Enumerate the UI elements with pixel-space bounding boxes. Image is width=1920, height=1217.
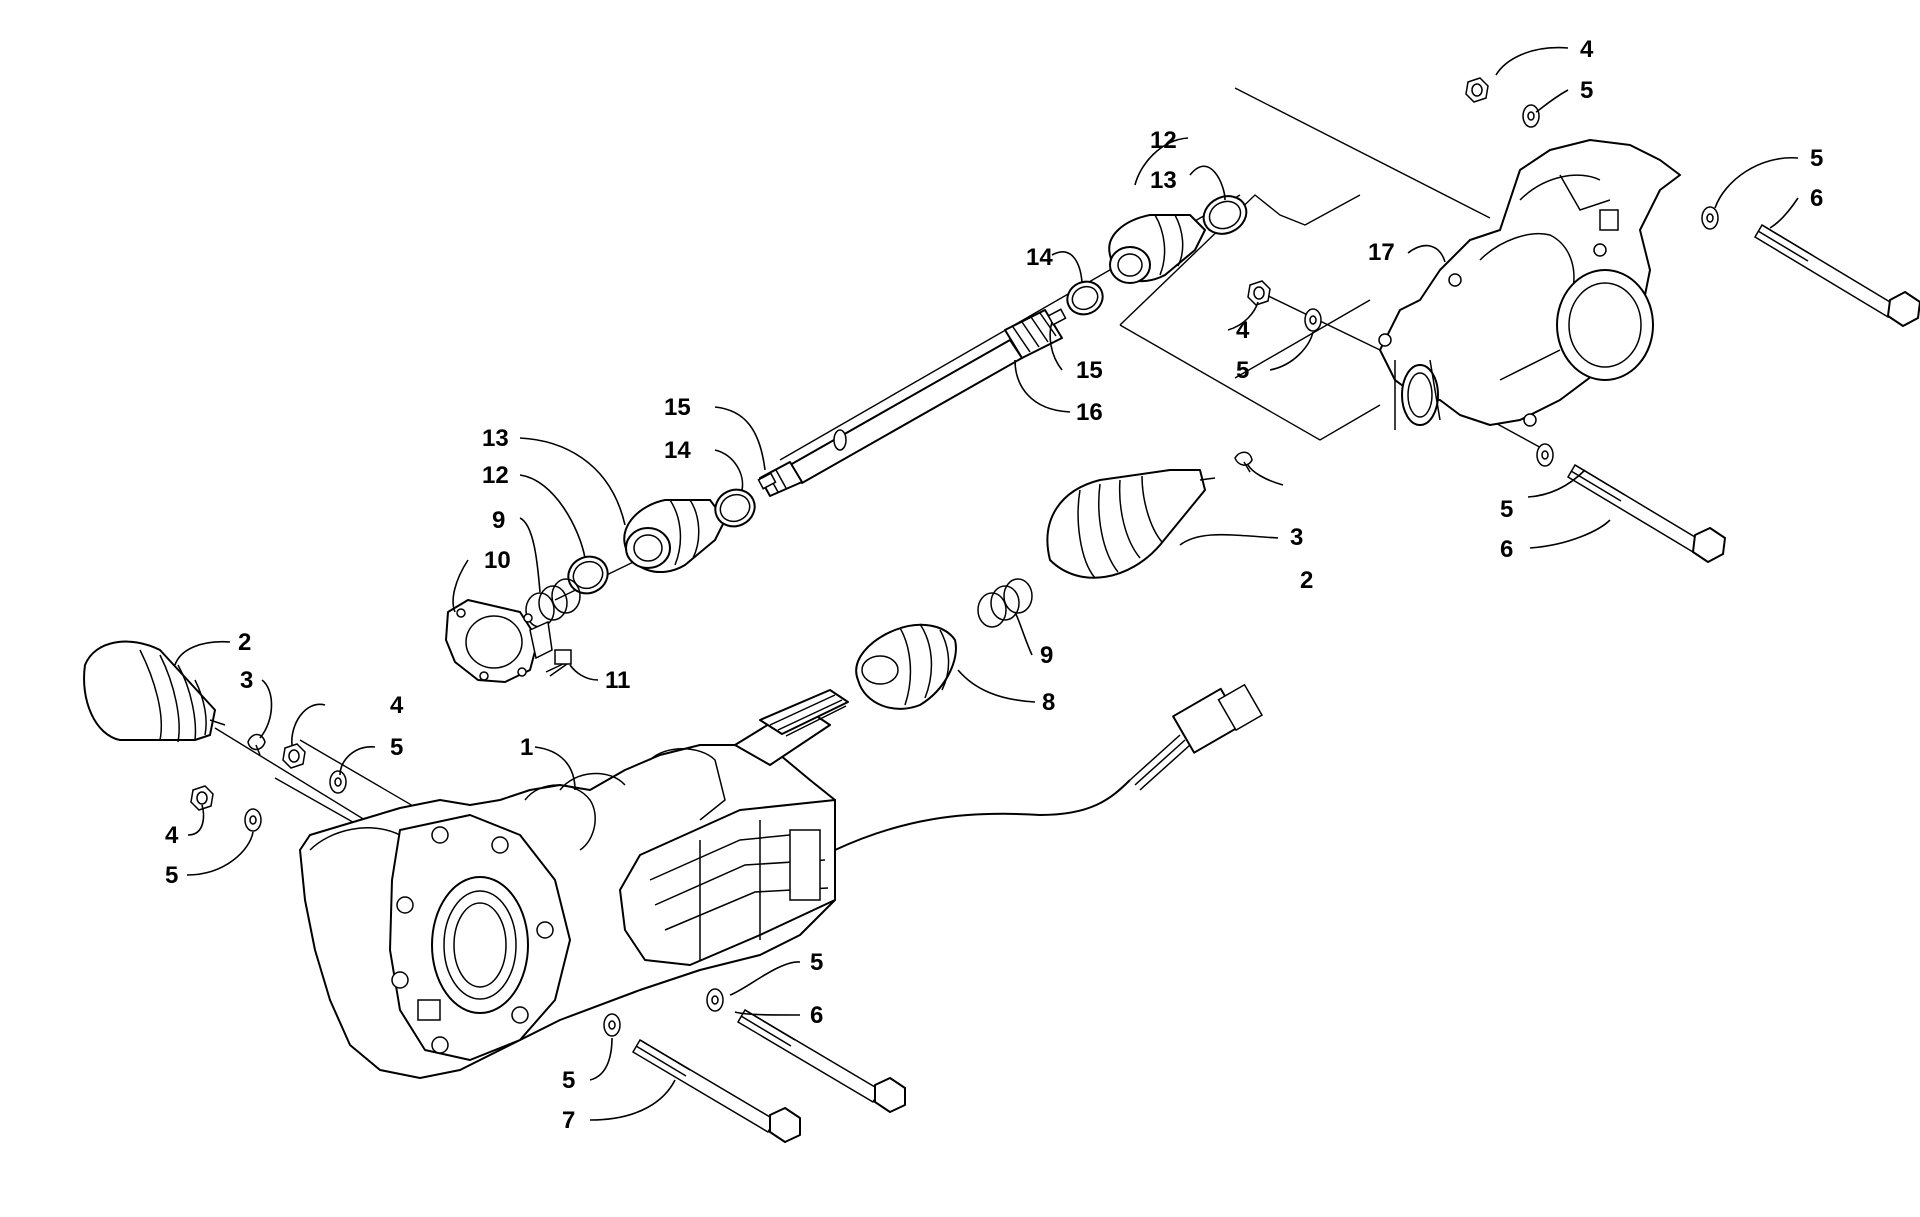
nut-icon (190, 785, 214, 811)
callout-3: 3 (1290, 524, 1303, 551)
callout-13: 13 (1150, 167, 1177, 194)
callout-3: 3 (240, 667, 253, 694)
callout-14: 14 (664, 437, 691, 464)
coupler-boot-icon (623, 499, 726, 574)
pin-icon (757, 472, 777, 490)
clamp-icon (247, 733, 266, 756)
callout-labels: 1 2 2 3 3 4 4 4 4 5 5 5 5 5 5 5 5 6 6 6 … (165, 36, 1823, 1134)
callout-5: 5 (390, 734, 403, 761)
ring-icon (1066, 280, 1104, 316)
callout-11: 11 (605, 667, 630, 694)
callout-10: 10 (484, 547, 511, 574)
callout-4: 4 (165, 822, 179, 849)
callout-6: 6 (810, 1002, 823, 1029)
callout-1: 1 (520, 734, 533, 761)
spring-icon (977, 578, 1033, 628)
callout-2: 2 (238, 629, 251, 656)
callout-13: 13 (482, 425, 509, 452)
bolt-icon (1753, 223, 1920, 327)
callout-5: 5 (165, 862, 178, 889)
callout-12: 12 (482, 462, 509, 489)
spring-icon (525, 578, 581, 628)
callout-6: 6 (1500, 536, 1513, 563)
bolt-icon (1566, 463, 1726, 563)
callout-6: 6 (1810, 185, 1823, 212)
drive-shaft-icon (759, 309, 1063, 497)
cover-plate-icon (445, 599, 553, 683)
callout-4: 4 (1236, 317, 1250, 344)
callout-16: 16 (1076, 399, 1103, 426)
callout-12: 12 (1150, 127, 1177, 154)
bolt-icon (736, 1008, 906, 1113)
callout-5: 5 (810, 949, 823, 976)
front-gear-case-icon (299, 683, 1264, 1079)
washer-icon (244, 104, 1719, 1037)
callout-17: 17 (1368, 239, 1395, 266)
rear-gear-case-icon (1378, 139, 1681, 430)
nut-icon (1465, 77, 1489, 103)
callout-5: 5 (1236, 357, 1249, 384)
callout-4: 4 (390, 692, 404, 719)
boot-icon (1046, 469, 1216, 579)
leader-lines (174, 46, 1799, 1121)
retaining-ring-icon (1202, 195, 1248, 235)
callout-2: 2 (1300, 567, 1313, 594)
callout-9: 9 (1040, 642, 1053, 669)
cap-screw-icon (545, 649, 572, 677)
boot-icon (83, 640, 226, 743)
coupler-boot-icon (1108, 214, 1206, 284)
callout-5: 5 (1500, 496, 1513, 523)
callout-5: 5 (1810, 145, 1823, 172)
nut-icon (1247, 280, 1271, 306)
callout-14: 14 (1026, 244, 1053, 271)
retaining-ring-icon (567, 555, 609, 595)
clamp-icon (1234, 451, 1253, 473)
callout-5: 5 (1580, 77, 1593, 104)
bolt-icon (631, 1038, 801, 1143)
callout-15: 15 (664, 394, 691, 421)
callout-15: 15 (1076, 357, 1103, 384)
boot-icon (855, 623, 957, 710)
pin-icon (1047, 308, 1067, 326)
ring-icon (714, 488, 756, 528)
nut-icon (282, 743, 306, 769)
callout-7: 7 (562, 1107, 575, 1134)
callout-4: 4 (1580, 36, 1594, 63)
callout-8: 8 (1042, 689, 1055, 716)
callout-9: 9 (492, 507, 505, 534)
callout-5: 5 (562, 1067, 575, 1094)
